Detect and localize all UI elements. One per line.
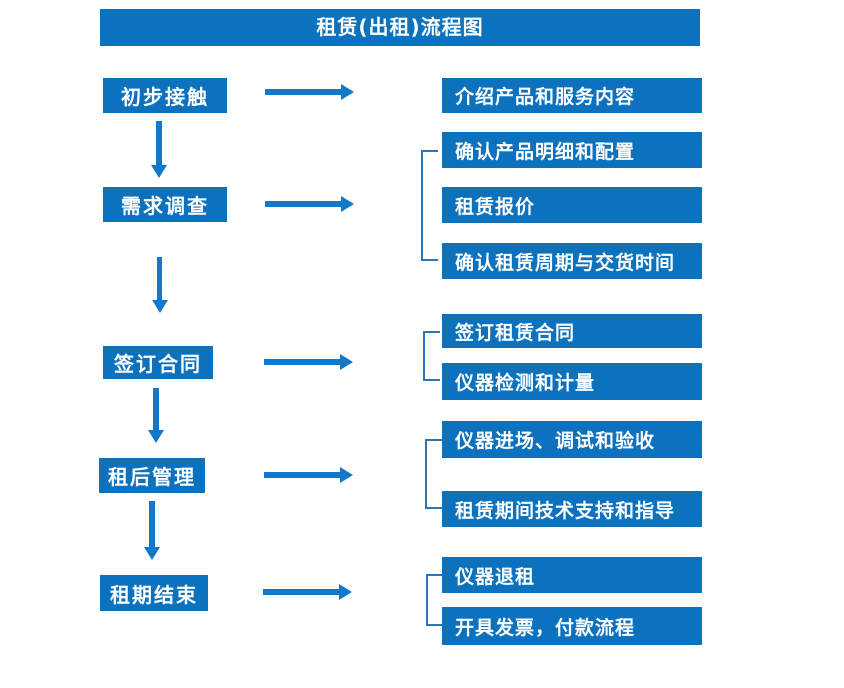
detail-box-rental-quote: 租赁报价	[442, 187, 702, 223]
down-arrow-icon-1	[156, 121, 162, 165]
step-box-sign-contract: 签订合同	[103, 346, 213, 379]
step-box-post-rental-management: 租后管理	[99, 458, 205, 493]
bracket-group-demand-survey	[421, 150, 438, 261]
down-arrow-icon-3	[153, 388, 159, 430]
detail-box-confirm-details: 确认产品明细和配置	[442, 132, 702, 168]
bracket-group-post-rental	[425, 439, 442, 509]
detail-box-invoice-payment: 开具发票，付款流程	[442, 607, 702, 645]
right-arrow-icon-2	[265, 201, 341, 207]
detail-box-instrument-entry: 仪器进场、调试和验收	[442, 421, 702, 458]
step-box-initial-contact: 初步接触	[103, 78, 227, 113]
detail-box-sign-rental-contract: 签订租赁合同	[442, 314, 702, 348]
detail-box-instrument-testing: 仪器检测和计量	[442, 363, 702, 400]
step-box-demand-survey: 需求调查	[103, 187, 227, 222]
down-arrow-icon-2	[157, 257, 162, 300]
step-box-rental-end: 租期结束	[100, 575, 208, 611]
right-arrow-icon-5	[263, 589, 339, 595]
right-arrow-icon-3	[264, 359, 340, 365]
flowchart-title: 租赁(出租)流程图	[100, 9, 700, 46]
right-arrow-icon-4	[264, 472, 340, 478]
right-arrow-icon-1	[265, 89, 341, 95]
detail-box-tech-support: 租赁期间技术支持和指导	[442, 491, 702, 527]
bracket-group-rental-end	[426, 574, 443, 626]
down-arrow-icon-4	[149, 501, 155, 547]
detail-box-instrument-return: 仪器退租	[442, 557, 702, 593]
bracket-group-sign-contract	[423, 331, 440, 381]
detail-box-intro-products: 介绍产品和服务内容	[442, 78, 702, 113]
detail-box-confirm-period: 确认租赁周期与交货时间	[442, 243, 702, 279]
